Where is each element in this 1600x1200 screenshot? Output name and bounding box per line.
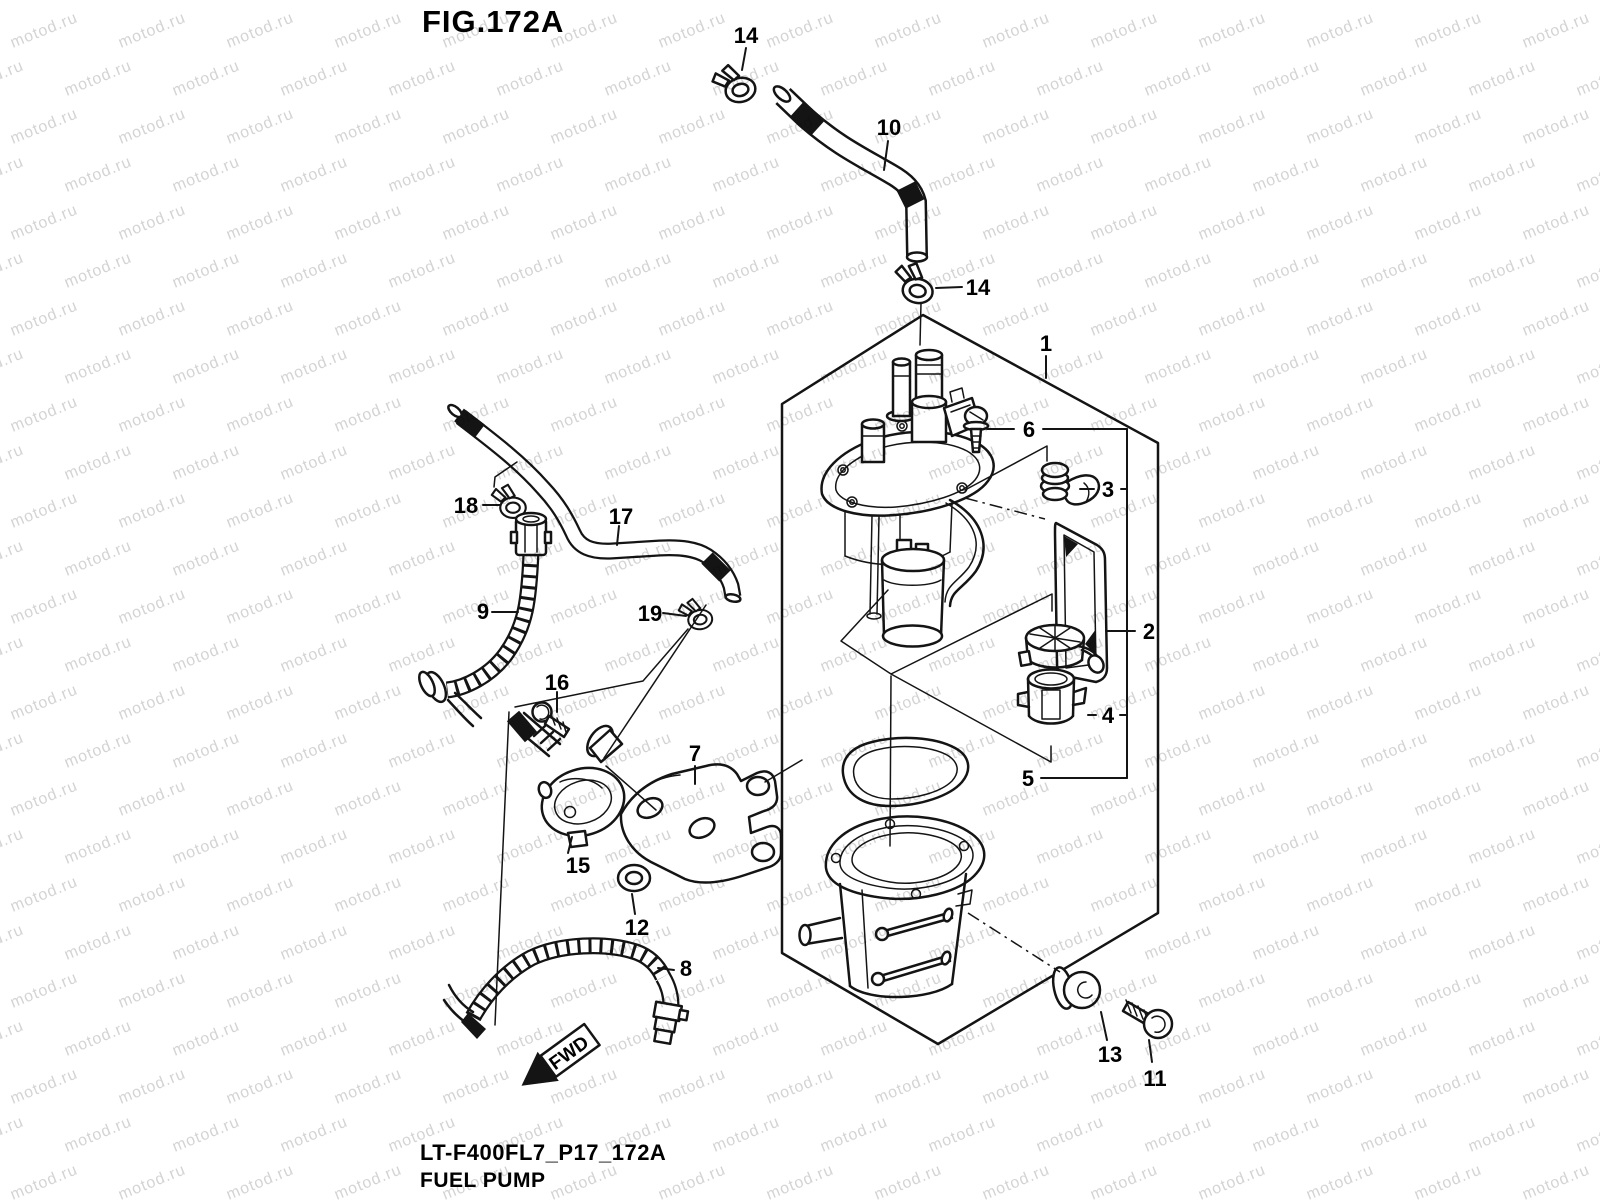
caption-code: LT-F400FL7_P17_172A <box>420 1140 667 1165</box>
part-label-14-mid: 14 <box>966 275 991 300</box>
pump-port-left <box>860 418 886 464</box>
hose-9-connector <box>509 511 553 557</box>
part-label-6: 6 <box>1023 417 1035 442</box>
bolt-16 <box>531 701 571 739</box>
part-label-9: 9 <box>477 599 489 624</box>
clamp-18-icon <box>490 483 527 519</box>
part-label-17: 17 <box>609 504 633 529</box>
grommet-12 <box>616 863 652 893</box>
part-label-2: 2 <box>1143 619 1155 644</box>
part-label-19: 19 <box>638 601 662 626</box>
hose-8 <box>442 937 690 1046</box>
part-label-1: 1 <box>1040 331 1052 356</box>
hose-8-left-connector <box>442 983 486 1039</box>
pump-canister <box>880 538 946 648</box>
part-label-14-top: 14 <box>734 23 759 48</box>
part-label-12: 12 <box>625 915 649 940</box>
holder-cup-4 <box>1016 668 1088 725</box>
part-label-13: 13 <box>1098 1042 1122 1067</box>
clamp-19-icon <box>676 595 715 633</box>
label-leaders <box>482 47 1153 1063</box>
grommet-13 <box>1051 966 1102 1010</box>
pump-port-tall <box>885 357 917 423</box>
fuel-valve-15 <box>506 710 626 849</box>
pump-port-ribbed <box>910 348 948 444</box>
guide-clamp-18 <box>493 461 518 488</box>
caption: LT-F400FL7_P17_172A FUEL PUMP <box>420 1140 666 1193</box>
bracket-7 <box>619 763 783 884</box>
guide-clamp-to-pump <box>919 302 922 346</box>
hose-17 <box>447 403 742 604</box>
part-label-5: 5 <box>1022 766 1034 791</box>
part-label-8: 8 <box>680 956 692 981</box>
part-label-4: 4 <box>1102 703 1115 728</box>
part-label-15: 15 <box>566 853 590 878</box>
hose-9 <box>418 511 553 728</box>
pump-wiring <box>944 498 985 608</box>
fuel-pump-assembly <box>820 348 995 648</box>
grommet-3 <box>1039 461 1101 506</box>
clamp-14-mid-icon <box>889 258 939 307</box>
fwd-marker: FWD <box>521 1022 601 1086</box>
part-label-10: 10 <box>877 115 901 140</box>
part-label-7: 7 <box>689 741 701 766</box>
part-labels: 14 10 14 1 6 3 2 4 5 13 11 18 17 9 19 16… <box>454 23 1167 1091</box>
figure-title: FIG.172A <box>422 4 565 39</box>
part-label-18: 18 <box>454 493 478 518</box>
screw-6 <box>962 405 990 454</box>
part-label-11: 11 <box>1143 1066 1166 1091</box>
caption-name: FUEL PUMP <box>420 1169 546 1192</box>
assembly-box <box>780 313 1160 1046</box>
lower-housing <box>798 815 986 999</box>
gasket-5 <box>841 736 970 808</box>
clamp-14-top-icon <box>708 58 760 109</box>
explosion-guides <box>494 445 1061 1026</box>
part-label-16: 16 <box>545 670 569 695</box>
hose-10 <box>772 85 929 263</box>
bolt-11 <box>1121 999 1174 1040</box>
pump-joint <box>1017 623 1105 674</box>
hose-8-end-connector <box>652 1000 690 1046</box>
part-label-3: 3 <box>1102 477 1114 502</box>
